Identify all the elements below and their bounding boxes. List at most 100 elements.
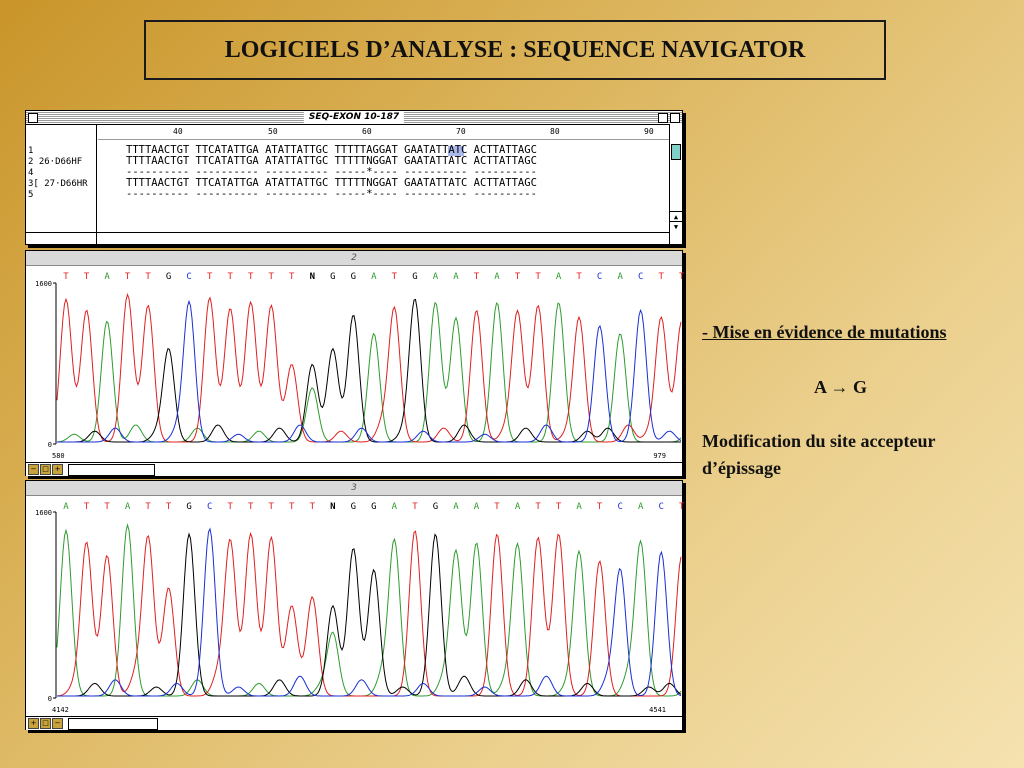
base-call: C — [186, 272, 191, 282]
row-label[interactable]: 2 26·D66HF — [28, 157, 83, 167]
base-call: G — [166, 272, 171, 282]
window-titlebar[interactable]: SEQ-EXON 10-187 — [26, 111, 682, 125]
base-call: G — [351, 502, 356, 512]
zoom-fit-icon[interactable]: □ — [40, 464, 51, 475]
collapse-box-icon[interactable] — [670, 113, 680, 123]
base-call: G — [330, 272, 335, 282]
base-call: A — [433, 272, 439, 282]
base-call: T — [63, 272, 69, 282]
row-label[interactable]: 1 — [28, 146, 34, 156]
base-call: G — [371, 502, 376, 512]
base-call: T — [104, 502, 110, 512]
row-sequence: TTTTAACTGT TTCATATTGA ATATTATTGC TTTTTAG… — [126, 144, 537, 156]
scroll-down-icon[interactable]: ▼ — [670, 221, 682, 232]
base-call: G — [433, 502, 438, 512]
row-sequence: TTTTAACTGT TTCATATTGA ATATTATTGC TTTTTNG… — [126, 155, 537, 167]
trace-toolbar: + □ − — [26, 716, 682, 730]
base-call: T — [125, 272, 131, 282]
ruler-label: 40 — [173, 127, 183, 136]
base-call: T — [576, 272, 582, 282]
base-call: T — [597, 502, 603, 512]
y-min-label: 0 — [48, 441, 52, 449]
base-call: T — [248, 502, 254, 512]
base-call: T — [207, 272, 213, 282]
base-call: G — [412, 272, 417, 282]
ruler-label: 90 — [644, 127, 654, 136]
zoom-out-icon[interactable]: − — [52, 718, 63, 729]
base-call: T — [392, 272, 398, 282]
ruler-label: 70 — [456, 127, 466, 136]
base-call: A — [515, 502, 521, 512]
base-call: A — [576, 502, 582, 512]
trace-window-title: 3 — [351, 483, 357, 493]
horizontal-scrollbar[interactable] — [68, 718, 158, 730]
x-start-label: 4142 — [52, 706, 69, 714]
row-label[interactable]: 5 — [28, 190, 34, 200]
ruler-label: 50 — [268, 127, 278, 136]
zoom-fit-icon[interactable]: □ — [40, 718, 51, 729]
close-box-icon[interactable] — [28, 113, 38, 123]
base-call: T — [556, 502, 562, 512]
zoom-in-icon[interactable]: + — [28, 718, 39, 729]
trace-G — [57, 532, 682, 697]
window-title: SEQ-EXON 10-187 — [303, 111, 405, 124]
trace-window-titlebar[interactable]: 2 — [26, 251, 682, 266]
y-max-label: 1600 — [35, 509, 52, 517]
base-call: T — [659, 272, 665, 282]
base-call: A — [63, 502, 69, 512]
base-call: T — [535, 272, 541, 282]
base-call: T — [84, 502, 90, 512]
y-max-label: 1600 — [35, 280, 52, 288]
base-call: C — [617, 502, 622, 512]
horizontal-scrollbar[interactable] — [68, 464, 155, 476]
zoom-in-icon[interactable]: + — [52, 464, 63, 475]
row-sequence: ---------- ---------- ---------- -----*-… — [126, 166, 537, 178]
base-call: T — [269, 502, 275, 512]
x-start-label: 580 — [52, 452, 65, 460]
base-call: T — [310, 502, 316, 512]
slide-title: LOGICIELS D’ANALYSE : SEQUENCE NAVIGATOR — [144, 20, 886, 80]
trace-T — [56, 292, 682, 443]
base-call: A — [474, 502, 480, 512]
base-call: T — [145, 502, 151, 512]
trace-window-titlebar[interactable]: 3 — [26, 481, 682, 496]
note-line-1: Modification du site accepteur — [702, 431, 936, 451]
base-call: T — [269, 272, 275, 282]
base-call: T — [474, 272, 480, 282]
base-call: T — [679, 272, 684, 282]
status-strip — [26, 232, 670, 244]
trace-T — [56, 530, 682, 697]
scroll-up-icon[interactable]: ▲ — [670, 211, 682, 222]
vertical-scrollbar[interactable]: ▲ ▼ — [669, 124, 682, 244]
row-label[interactable]: 3[ 27·D66HR — [28, 179, 88, 189]
base-call: T — [84, 272, 90, 282]
scroll-thumb[interactable] — [671, 144, 681, 160]
base-call: T — [227, 272, 233, 282]
base-call: A — [104, 272, 110, 282]
base-call: C — [659, 502, 664, 512]
trace-C — [57, 527, 682, 697]
base-call: A — [453, 272, 459, 282]
base-call: T — [494, 502, 500, 512]
mutation-label: A → G — [814, 377, 868, 397]
y-min-label: 0 — [48, 695, 52, 703]
base-call: A — [453, 502, 459, 512]
row-label[interactable]: 4 — [28, 168, 34, 178]
base-call: A — [125, 502, 131, 512]
bullet-mutations: - Mise en évidence de mutations — [702, 322, 947, 342]
base-call: C — [597, 272, 602, 282]
highlight-ag — [448, 146, 464, 156]
zoom-box-icon[interactable] — [658, 113, 668, 123]
base-call: C — [207, 502, 212, 512]
base-call: A — [617, 272, 623, 282]
base-call: T — [515, 272, 521, 282]
trace-C — [57, 299, 682, 443]
zoom-out-icon[interactable]: − — [28, 464, 39, 475]
base-call: T — [145, 272, 151, 282]
x-end-label: 4541 — [649, 706, 666, 714]
